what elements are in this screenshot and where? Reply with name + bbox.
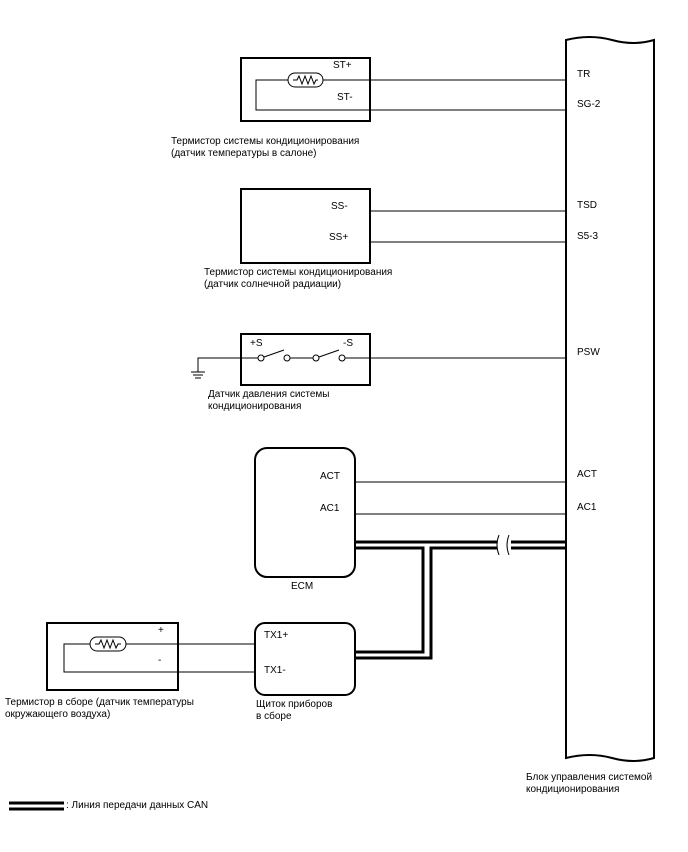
pressure-switch-symbol (241, 349, 370, 362)
ac-ecu-pin-tr: TR (577, 69, 591, 80)
ecm-pin-act: ACT (320, 471, 340, 482)
can-bus-break-mark (496, 534, 511, 556)
solar-thermistor-box (240, 188, 371, 264)
ambient-thermistor-box (46, 622, 179, 691)
cabin-thermistor-symbol (287, 72, 324, 88)
pressure-sensor-ground-wire (197, 357, 241, 372)
can-bus (355, 540, 566, 660)
meter-pin-tx1-minus: TX1- (264, 665, 286, 676)
cabin-thermistor-pin-st-plus: ST+ (333, 60, 352, 71)
ac-ecu-pin-s53: S5-3 (577, 231, 599, 242)
legend-can-line (9, 801, 64, 811)
ecm-caption: ECM (291, 581, 314, 592)
ac-ecu-pin-psw: PSW (577, 347, 600, 358)
pressure-sensor-pin-plus: +S (250, 338, 263, 349)
ambient-thermistor-loop (63, 643, 178, 673)
ambient-thermistor-pin-minus: - (158, 655, 162, 666)
ambient-thermistor-pin-plus: + (158, 625, 164, 636)
cabin-thermistor-box (240, 57, 371, 122)
ground-icon (191, 371, 205, 379)
pressure-sensor-caption: Датчик давления системы кондиционировани… (208, 389, 330, 412)
pressure-sensor-pin-minus: -S (343, 338, 353, 349)
ecm-pin-ac1: AC1 (320, 503, 340, 514)
meter-box (254, 622, 356, 696)
cabin-thermistor-caption: Термистор системы кондиционирования (дат… (171, 136, 360, 159)
ambient-thermistor-caption: Термистор в сборе (датчик температуры ок… (5, 697, 194, 720)
ac-ecu-pin-sg2: SG-2 (577, 99, 601, 110)
ecm-box (254, 447, 356, 578)
legend-can-label: : Линия передачи данных CAN (66, 800, 209, 811)
ac-ecu-pin-act: ACT (577, 469, 597, 480)
ambient-thermistor-symbol (89, 636, 127, 652)
pressure-sensor-box (240, 333, 371, 386)
ac-ecu-pin-tsd: TSD (577, 200, 597, 211)
solar-thermistor-caption: Термистор системы кондиционирования (дат… (204, 267, 393, 290)
ac-ecu-caption: Блок управления системой кондиционирован… (526, 772, 653, 795)
meter-pin-tx1-plus: TX1+ (264, 630, 289, 641)
ac-ecu-block (565, 36, 655, 762)
meter-caption: Щиток приборов в сборе (256, 699, 333, 722)
ac-ecu-pin-ac1: AC1 (577, 502, 597, 513)
cabin-thermistor-loop (255, 79, 370, 111)
cabin-thermistor-pin-st-minus: ST- (337, 92, 353, 103)
solar-thermistor-pin-ss-plus: SS+ (329, 232, 349, 243)
solar-thermistor-pin-ss-minus: SS- (331, 201, 348, 212)
